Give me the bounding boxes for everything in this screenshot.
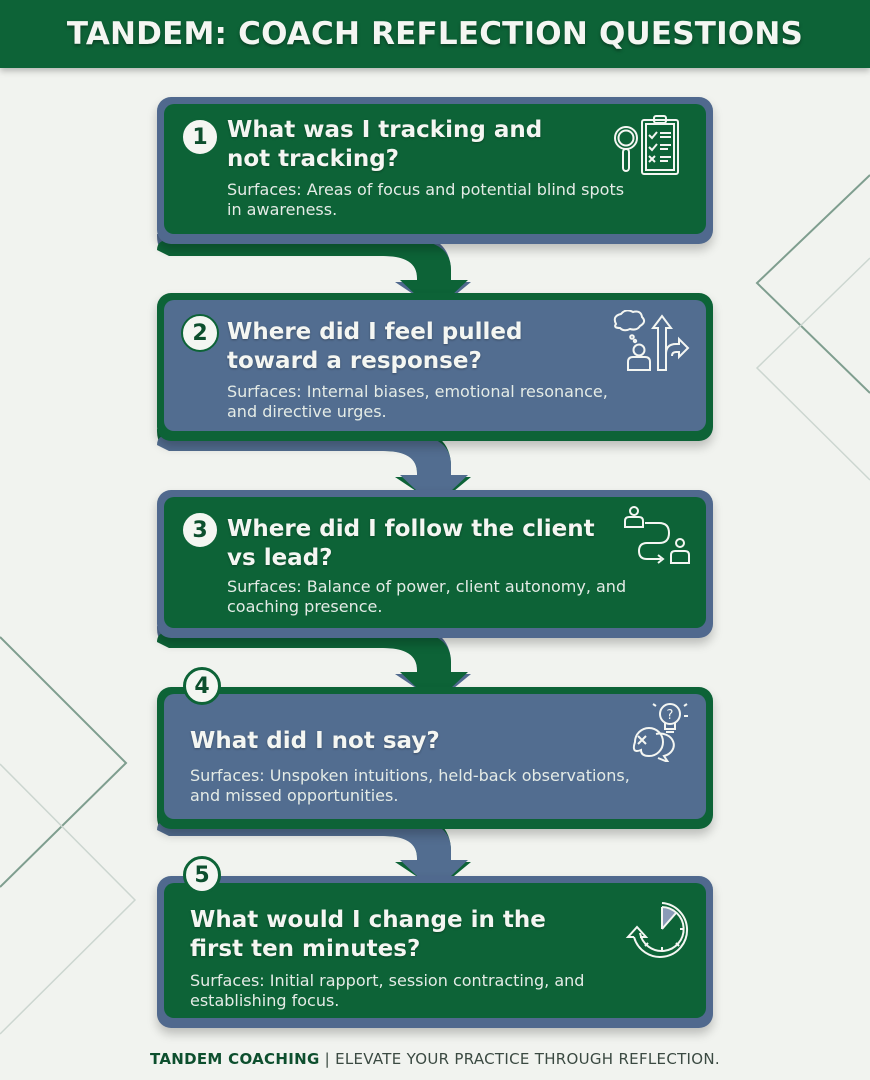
reflection-card-3: 3 Where did I follow the client vs lead?…: [157, 490, 713, 638]
speech-bubble-lightbulb-icon: ?: [632, 703, 688, 762]
step-number-badge: 5: [183, 856, 221, 894]
card-1-title: What was I tracking and not tracking?: [227, 116, 542, 174]
desc-line: coaching presence.: [227, 597, 383, 616]
card-1-description: Surfaces: Areas of focus and potential b…: [227, 180, 624, 220]
desc-line: Surfaces: Balance of power, client auton…: [227, 577, 627, 596]
card-5-description: Surfaces: Initial rapport, session contr…: [190, 971, 584, 1011]
person-thought-fork-arrows-icon: [613, 310, 690, 371]
desc-line: and missed opportunities.: [190, 786, 399, 805]
title-line: first ten minutes?: [190, 936, 421, 962]
desc-line: and directive urges.: [227, 402, 387, 421]
reflection-card-4: What did I not say? Surfaces: Unspoken i…: [157, 667, 713, 829]
card-4-title: What did I not say?: [190, 727, 440, 756]
card-3-panel: 3 Where did I follow the client vs lead?…: [164, 497, 706, 628]
desc-line: establishing focus.: [190, 991, 340, 1010]
page-footer: TANDEM COACHING | ELEVATE YOUR PRACTICE …: [0, 1050, 870, 1068]
card-4-description: Surfaces: Unspoken intuitions, held-back…: [190, 766, 630, 806]
title-line: vs lead?: [227, 545, 333, 571]
page-title: TANDEM: COACH REFLECTION QUESTIONS: [66, 16, 804, 52]
step-number-badge: 4: [183, 667, 221, 705]
footer-separator: |: [319, 1050, 336, 1068]
step-number-badge: 1: [181, 118, 219, 156]
page-header: TANDEM: COACH REFLECTION QUESTIONS: [0, 0, 870, 68]
card-2-panel: 2 Where did I feel pulled toward a respo…: [164, 300, 706, 431]
card-1-panel: 1 What was I tracking and not tracking? …: [164, 104, 706, 234]
title-line: Where did I follow the client: [227, 516, 595, 542]
title-line: not tracking?: [227, 146, 400, 172]
magnifier-checklist-icon: [614, 115, 679, 175]
reflection-card-1: 1 What was I tracking and not tracking? …: [157, 97, 713, 244]
step-number-badge: 2: [181, 314, 219, 352]
stopwatch-rewind-icon: [625, 902, 689, 958]
title-line: toward a response?: [227, 348, 482, 374]
card-3-title: Where did I follow the client vs lead?: [227, 515, 595, 573]
card-5-title: What would I change in the first ten min…: [190, 906, 546, 964]
desc-line: Surfaces: Areas of focus and potential b…: [227, 180, 625, 199]
footer-tagline: ELEVATE YOUR PRACTICE THROUGH REFLECTION…: [335, 1050, 720, 1068]
desc-line: Surfaces: Initial rapport, session contr…: [190, 971, 585, 990]
title-line: What was I tracking and: [227, 117, 543, 143]
card-4-panel: What did I not say? Surfaces: Unspoken i…: [164, 694, 706, 819]
two-people-path-icon: [624, 506, 690, 564]
step-number-badge: 3: [181, 511, 219, 549]
desc-line: in awareness.: [227, 200, 338, 219]
desc-line: Surfaces: Unspoken intuitions, held-back…: [190, 766, 630, 785]
title-line: What did I not say?: [190, 728, 440, 754]
card-2-title: Where did I feel pulled toward a respons…: [227, 318, 522, 376]
card-3-description: Surfaces: Balance of power, client auton…: [227, 577, 626, 617]
card-5-panel: What would I change in the first ten min…: [164, 883, 706, 1018]
desc-line: Surfaces: Internal biases, emotional res…: [227, 382, 608, 401]
reflection-card-5: What would I change in the first ten min…: [157, 856, 713, 1028]
footer-brand: TANDEM COACHING: [150, 1050, 320, 1068]
reflection-card-2: 2 Where did I feel pulled toward a respo…: [157, 293, 713, 441]
title-line: What would I change in the: [190, 907, 546, 933]
title-line: Where did I feel pulled: [227, 319, 523, 345]
svg-text:?: ?: [667, 708, 674, 723]
card-2-description: Surfaces: Internal biases, emotional res…: [227, 382, 608, 422]
